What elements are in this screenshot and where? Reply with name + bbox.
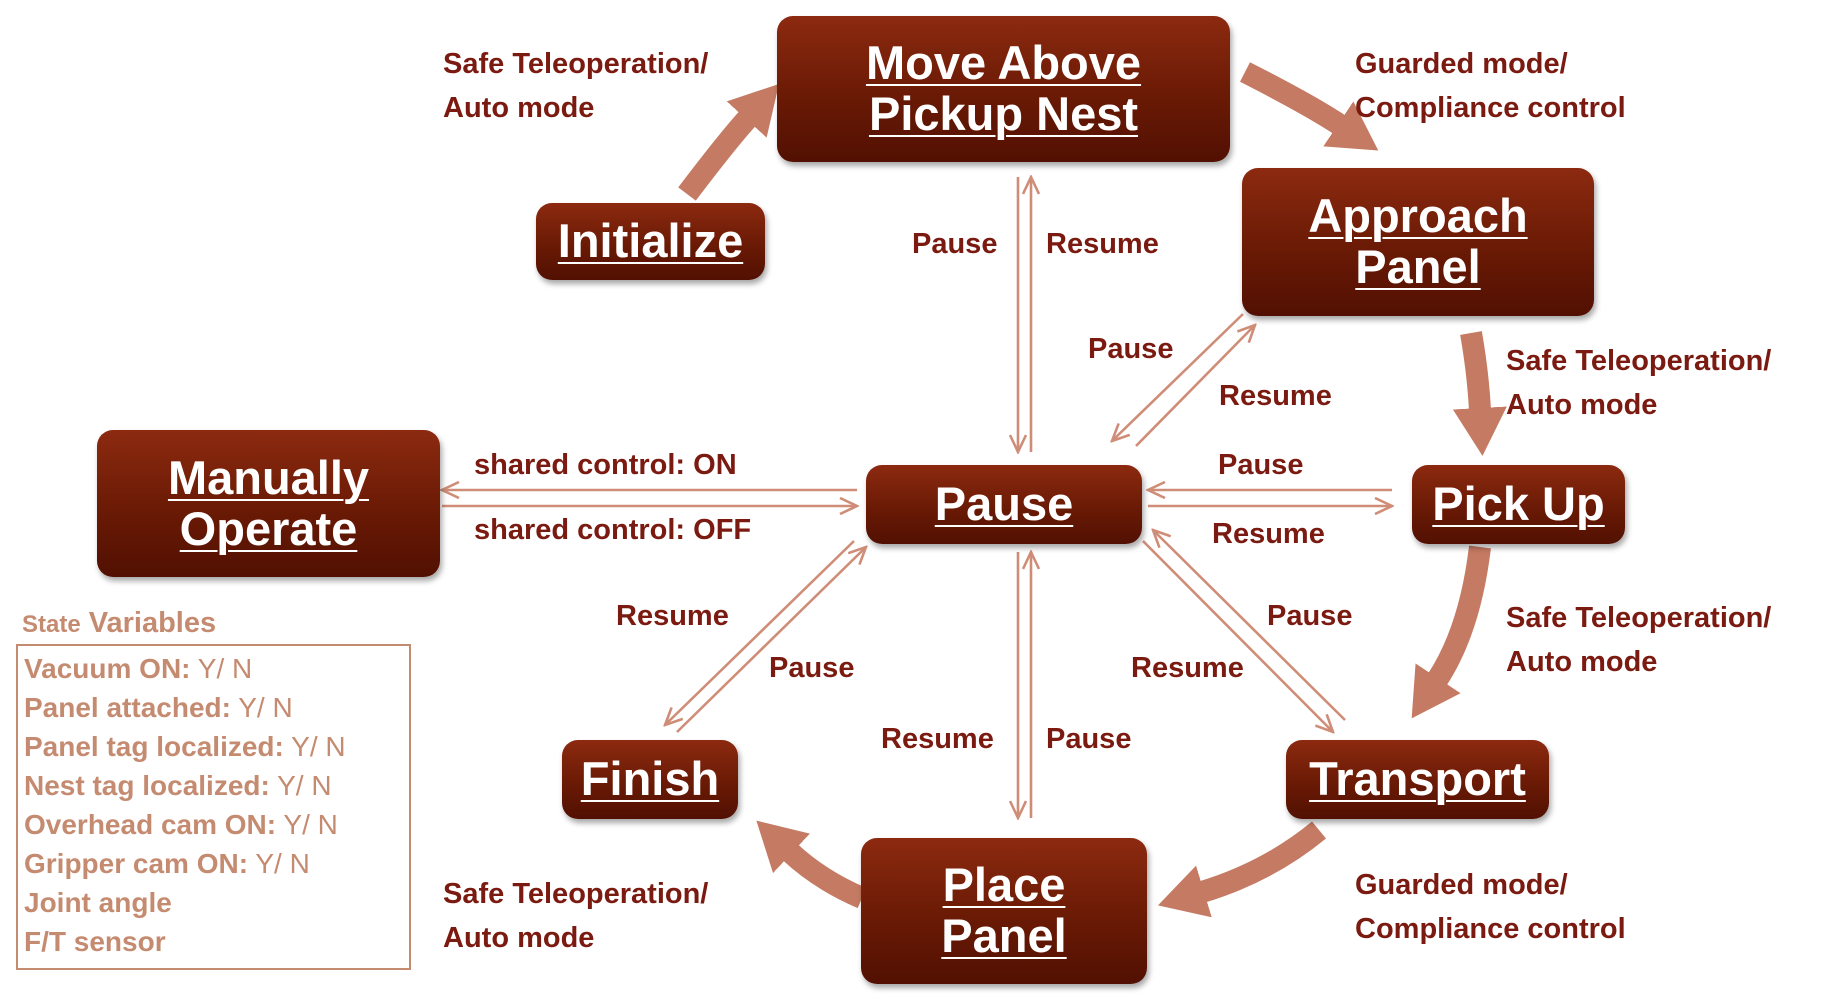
arrow-init-to-move [678, 83, 779, 201]
arrow-pickup-to-transport [1411, 545, 1491, 719]
label-resume-pickup: Resume [1212, 518, 1325, 550]
state-manually-operate: Manually Operate [97, 430, 440, 577]
legend-title: State Variables [22, 607, 217, 639]
label-move-to-approach: Guarded mode/ Compliance control [1355, 48, 1626, 124]
legend-value: Y/ N [277, 770, 332, 801]
state-pause: Pause [866, 465, 1142, 544]
legend-value: Y/ N [283, 809, 338, 840]
legend-key: Overhead cam ON: [24, 809, 277, 840]
legend-value: Y/ N [255, 848, 310, 879]
legend-key: Gripper cam ON: [24, 848, 249, 879]
arrow-approach-to-pickup [1452, 331, 1507, 456]
arrow-place-to-finish [756, 820, 867, 909]
arrow-transport-to-place [1157, 821, 1326, 918]
state-place-panel: Place Panel [861, 838, 1147, 984]
label-pickup-to-transport: Safe Teleoperation/ Auto mode [1506, 602, 1772, 678]
legend-key: Panel attached: [24, 692, 231, 723]
arrow-transport-to-pause [1153, 530, 1346, 721]
label-pause-finish: Pause [769, 652, 855, 684]
arrow-finish-to-pause [676, 547, 866, 733]
state-initialize: Initialize [536, 203, 765, 280]
arrow-pause-to-transport [1142, 540, 1333, 732]
label-resume-place: Resume [881, 723, 994, 755]
label-resume-finish: Resume [616, 600, 729, 632]
label-resume-transport: Resume [1131, 652, 1244, 684]
label-resume-top: Resume [1046, 228, 1159, 260]
arrow-approach-to-pause [1112, 313, 1244, 441]
label-pause-pickup: Pause [1218, 449, 1304, 481]
legend-value: Y/ N [197, 653, 253, 684]
legend-row: Vacuum ON: Y/ N [24, 649, 403, 688]
label-pause-transport: Pause [1267, 600, 1353, 632]
legend-key: Vacuum ON: [24, 653, 191, 684]
state-pick-up: Pick Up [1412, 465, 1625, 544]
label-init-to-move: Safe Teleoperation/ Auto mode [443, 48, 709, 124]
arrow-pause-to-approach [1135, 325, 1255, 447]
state-transport: Transport [1286, 740, 1549, 819]
label-shared-on: shared control: ON [474, 449, 737, 481]
legend-row: Nest tag localized: Y/ N [24, 766, 403, 805]
legend-row: F/T sensor [24, 922, 403, 961]
state-finish: Finish [562, 740, 738, 819]
label-transport-to-place: Guarded mode/ Compliance control [1355, 869, 1626, 945]
legend-key: Joint angle [24, 887, 172, 918]
legend-key: Nest tag localized: [24, 770, 270, 801]
label-resume-approach: Resume [1219, 380, 1332, 412]
legend-row: Panel tag localized: Y/ N [24, 727, 403, 766]
arrow-move-to-approach [1240, 62, 1379, 151]
legend-key: F/T sensor [24, 926, 166, 957]
legend-row: Panel attached: Y/ N [24, 688, 403, 727]
legend-row: Joint angle [24, 883, 403, 922]
state-approach-panel: Approach Panel [1242, 168, 1594, 316]
legend-row: Gripper cam ON: Y/ N [24, 844, 403, 883]
state-move-above-pickup-nest: Move Above Pickup Nest [777, 16, 1230, 162]
label-shared-off: shared control: OFF [474, 514, 752, 546]
legend-value: Y/ N [238, 692, 293, 723]
label-place-to-finish: Safe Teleoperation/ Auto mode [443, 878, 709, 954]
legend-key: Panel tag localized: [24, 731, 284, 762]
legend-value: Y/ N [291, 731, 346, 762]
label-pause-top: Pause [912, 228, 998, 260]
label-pause-place: Pause [1046, 723, 1132, 755]
label-pause-approach: Pause [1088, 333, 1174, 365]
legend-row: Overhead cam ON: Y/ N [24, 805, 403, 844]
arrow-pause-to-finish [665, 540, 855, 725]
label-approach-to-pickup: Safe Teleoperation/ Auto mode [1506, 345, 1772, 421]
